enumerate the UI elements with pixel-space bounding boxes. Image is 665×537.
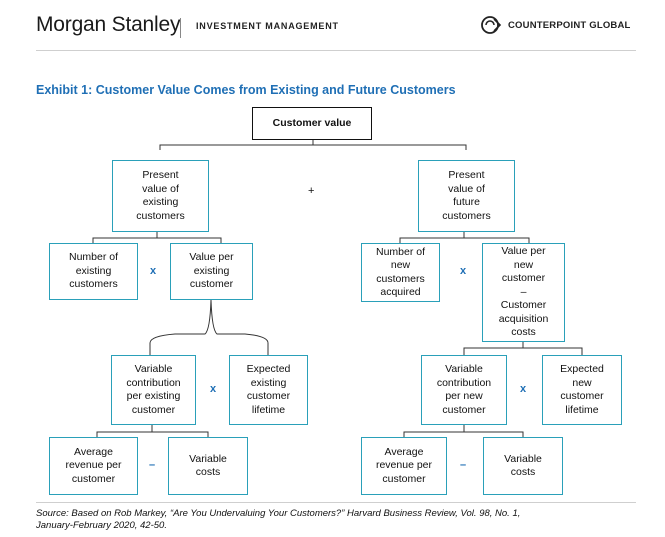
variable-contribution-existing-box: Variable contribution per existing custo… <box>111 355 196 425</box>
header-rule <box>36 50 636 51</box>
value-per-new-customer-box: Value per new customer – Customer acquis… <box>482 243 565 342</box>
plus-operator: + <box>308 185 315 197</box>
times-operator-existing-1: x <box>150 265 157 277</box>
expected-existing-lifetime-box: Expected existing customer lifetime <box>229 355 308 425</box>
source-line-1: Source: Based on Rob Markey, “Are You Un… <box>36 508 521 519</box>
number-existing-customers-box: Number of existing customers <box>49 243 138 300</box>
division-label: INVESTMENT MANAGEMENT <box>196 21 339 31</box>
partner-label: COUNTERPOINT GLOBAL <box>508 19 631 31</box>
header-separator <box>180 18 181 38</box>
present-value-future-box: Present value of future customers <box>418 160 515 232</box>
average-revenue-existing-box: Average revenue per customer <box>49 437 138 495</box>
variable-contribution-new-box: Variable contribution per new customer <box>421 355 507 425</box>
average-revenue-new-box: Average revenue per customer <box>361 437 447 495</box>
counterpoint-logo-icon <box>481 16 502 34</box>
exhibit-title: Exhibit 1: Customer Value Comes from Exi… <box>36 83 456 97</box>
value-per-existing-customer-box: Value per existing customer <box>170 243 253 300</box>
counterpoint-brand: COUNTERPOINT GLOBAL <box>480 15 631 35</box>
source-rule <box>36 502 636 503</box>
present-value-existing-box: Present value of existing customers <box>112 160 209 232</box>
customer-value-box: Customer value <box>252 107 372 140</box>
times-operator-future-1: x <box>460 265 467 277</box>
minus-operator-future: – <box>460 459 467 471</box>
variable-costs-new-box: Variable costs <box>483 437 563 495</box>
variable-costs-existing-box: Variable costs <box>168 437 248 495</box>
times-operator-future-2: x <box>520 383 527 395</box>
source-note: Source: Based on Rob Markey, “Are You Un… <box>36 508 636 532</box>
source-line-2: January-February 2020, 42-50. <box>36 520 167 531</box>
number-new-customers-box: Number of new customers acquired <box>361 243 440 302</box>
minus-operator-existing: – <box>149 459 156 471</box>
expected-new-lifetime-box: Expected new customer lifetime <box>542 355 622 425</box>
times-operator-existing-2: x <box>210 383 217 395</box>
morgan-stanley-logo: Morgan Stanley <box>36 13 181 36</box>
